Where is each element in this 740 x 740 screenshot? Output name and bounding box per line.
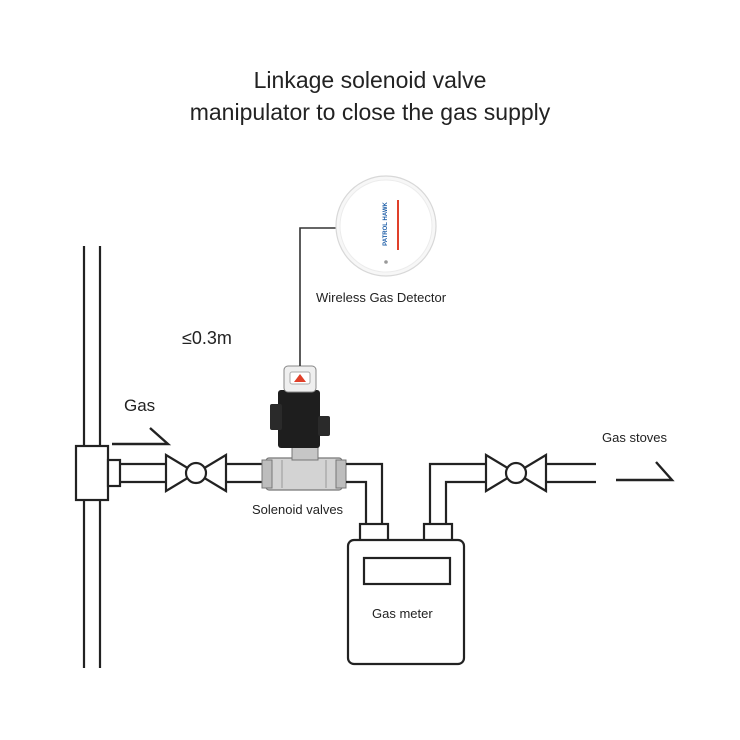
gas-out-arrow [616,461,675,482]
gas-meter-drawing [346,522,466,666]
label-solenoid-valves: Solenoid valves [252,502,344,517]
tee-fitting [74,444,110,502]
tee-branch [106,458,122,488]
meter-inlet-pipe [346,462,384,528]
label-wireless-gas-detector: Wireless Gas Detector [316,290,447,305]
diagram-title-line-1: Linkage solenoid valve [253,67,487,93]
label-distance: ≤0.3m [182,328,232,348]
solenoid-valve-body [261,445,347,491]
gas-in-arrow [112,427,172,446]
inlet-pipe [120,462,268,484]
solenoid-actuator [270,365,330,448]
detector-brand-logo: PATROL HAWK [383,202,389,246]
label-gas-stoves: Gas stoves [602,430,668,445]
left-ball-valve [164,453,228,493]
right-ball-valve [484,453,548,493]
diagram-title-line-2: manipulator to close the gas supply [189,99,551,125]
meter-outlet-pipe [428,462,596,524]
gas-detector [335,175,437,277]
label-gas-inlet: Gas [124,396,156,415]
signal-wire [299,227,340,366]
label-gas-meter: Gas meter [372,606,433,621]
